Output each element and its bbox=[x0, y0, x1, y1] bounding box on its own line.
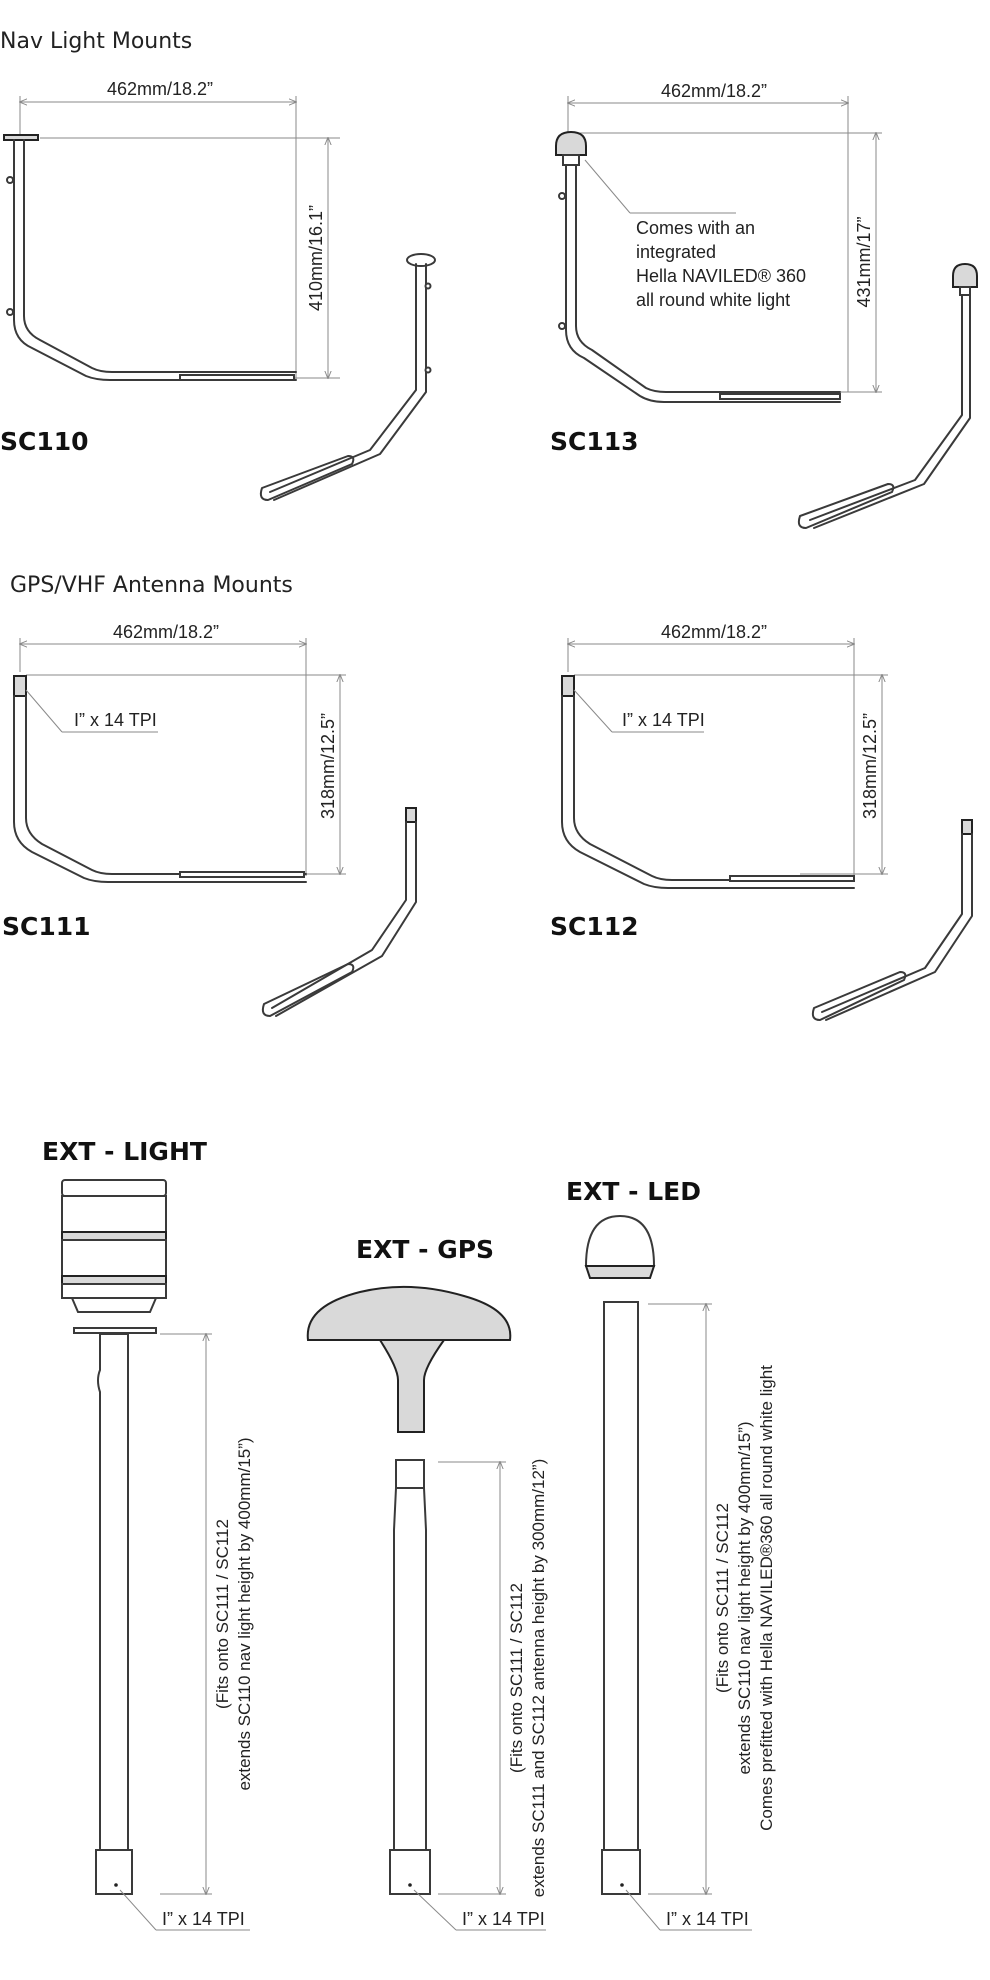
sc112-label: SC112 bbox=[550, 912, 639, 941]
ext-led-diagram: (Fits onto SC111 / SC112 extends SC110 n… bbox=[584, 1214, 776, 1931]
sc111-height-label: 318mm/12.5” bbox=[318, 713, 338, 819]
sc113-note-line-2: integrated bbox=[636, 242, 716, 262]
sc111-label: SC111 bbox=[2, 912, 91, 941]
ext-gps-text-1: (Fits onto SC111 / SC112 bbox=[507, 1583, 526, 1773]
sc111-thread-label: I” x 14 TPI bbox=[74, 710, 157, 730]
sc113-note-line-3: Hella NAVILED® 360 bbox=[636, 266, 806, 286]
sc112-width-label: 462mm/18.2” bbox=[661, 622, 767, 642]
sc110-diagram: 462mm/18.2” 410mm/16.1” bbox=[3, 79, 436, 501]
ext-light-text-1: (Fits onto SC111 / SC112 bbox=[213, 1519, 232, 1709]
ext-led-text-1: (Fits onto SC111 / SC112 bbox=[713, 1503, 732, 1693]
sc112-diagram: 462mm/18.2” 318mm/12.5” I” x 14 TPI bbox=[561, 622, 973, 1021]
sc113-diagram: 462mm/18.2” 431mm/17” Comes with an inte… bbox=[555, 81, 978, 529]
sc113-label: SC113 bbox=[550, 427, 639, 456]
sc111-width-label: 462mm/18.2” bbox=[113, 622, 219, 642]
ext-led-thread-label: I” x 14 TPI bbox=[666, 1909, 749, 1929]
gps-section-title: GPS/VHF Antenna Mounts bbox=[10, 573, 293, 598]
sc113-note-line-1: Comes with an bbox=[636, 218, 755, 238]
ext-light-diagram: (Fits onto SC111 / SC112 extends SC110 n… bbox=[61, 1179, 254, 1931]
ext-gps-label: EXT - GPS bbox=[356, 1235, 494, 1264]
sc110-width-label: 462mm/18.2” bbox=[107, 79, 213, 99]
ext-gps-diagram: (Fits onto SC111 / SC112 extends SC111 a… bbox=[306, 1285, 548, 1931]
ext-led-text-3: Comes prefitted with Hella NAVILED®360 a… bbox=[757, 1365, 776, 1831]
sc113-width-label: 462mm/18.2” bbox=[661, 81, 767, 101]
sc110-label: SC110 bbox=[0, 427, 89, 456]
sc110-height-label: 410mm/16.1” bbox=[306, 205, 326, 311]
sc112-thread-label: I” x 14 TPI bbox=[622, 710, 705, 730]
ext-led-text-2: extends SC110 nav light height by 400mm/… bbox=[735, 1421, 754, 1774]
ext-gps-thread-label: I” x 14 TPI bbox=[462, 1909, 545, 1929]
ext-gps-text-2: extends SC111 and SC112 antenna height b… bbox=[529, 1459, 548, 1898]
sc111-diagram: 462mm/18.2” 318mm/12.5” I” x 14 TPI bbox=[13, 622, 417, 1017]
sc112-height-label: 318mm/12.5” bbox=[860, 713, 880, 819]
ext-light-text-2: extends SC110 nav light height by 400mm/… bbox=[235, 1437, 254, 1790]
ext-light-label: EXT - LIGHT bbox=[42, 1137, 207, 1166]
ext-light-thread-label: I” x 14 TPI bbox=[162, 1909, 245, 1929]
sc113-note-line-4: all round white light bbox=[636, 290, 790, 310]
ext-led-label: EXT - LED bbox=[566, 1177, 701, 1206]
sc113-height-label: 431mm/17” bbox=[854, 216, 874, 307]
nav-section-title: Nav Light Mounts bbox=[0, 29, 192, 54]
